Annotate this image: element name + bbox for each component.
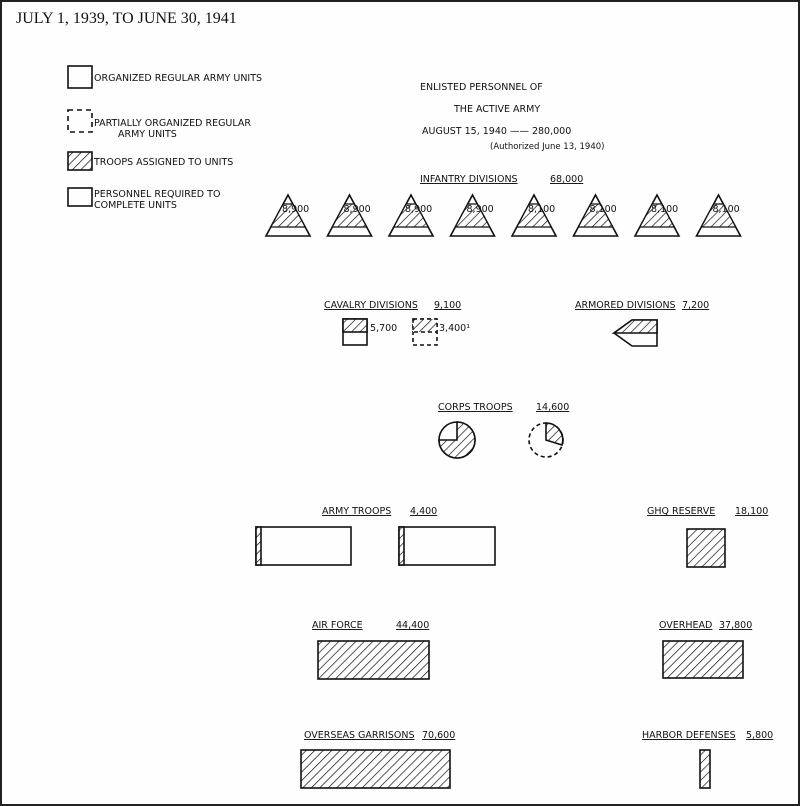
corps-unit-1-fill — [438, 421, 476, 459]
ghq-group: GHQ RESERVE 18,100 — [647, 506, 768, 568]
ghq-unit — [686, 528, 726, 568]
armored-unit-fill — [611, 319, 658, 334]
overseas-unit — [300, 749, 451, 789]
airforce-unit — [317, 640, 430, 680]
cavalry-unit-1-fill — [342, 318, 368, 333]
corps-group: CORPS TROOPS 14,600 — [438, 402, 569, 459]
summary-line-1: ENLISTED PERSONNEL OF — [420, 82, 543, 93]
overhead-group: OVERHEAD 37,800 — [659, 620, 752, 679]
corps-label: CORPS TROOPS — [438, 402, 513, 413]
infantry-total: 68,000 — [550, 174, 583, 185]
page-title: JULY 1, 1939, TO JUNE 30, 1941 — [16, 10, 237, 27]
airforce-total: 44,400 — [396, 620, 429, 631]
cavalry-total: 9,100 — [434, 300, 461, 311]
legend-label-required-2: COMPLETE UNITS — [94, 200, 177, 211]
legend-label-assigned: TROOPS ASSIGNED TO UNITS — [93, 157, 233, 168]
ghq-total: 18,100 — [735, 506, 768, 517]
infantry-unit-value: 8,100 — [528, 204, 555, 215]
airforce-group: AIR FORCE 44,400 — [312, 620, 430, 680]
army-label: ARMY TROOPS — [322, 506, 391, 517]
cavalry-label: CAVALRY DIVISIONS — [324, 300, 418, 311]
summary-line-4: (Authorized June 13, 1940) — [490, 142, 604, 152]
army-unit-2-fill — [398, 526, 405, 566]
infantry-unit-value: 8,100 — [590, 204, 617, 215]
infantry-unit-fill — [700, 203, 737, 228]
legend-swatch-partial — [67, 109, 93, 133]
infantry-unit-fill — [515, 203, 553, 228]
cavalry-unit-1-value: 5,700 — [370, 323, 397, 334]
infantry-unit-value: 8,100 — [713, 204, 740, 215]
infantry-unit-value: 8,900 — [405, 204, 432, 215]
infantry-unit-value: 8,900 — [344, 204, 371, 215]
infantry-unit-value: 8,100 — [651, 204, 678, 215]
overhead-total: 37,800 — [719, 620, 752, 631]
infantry-label: INFANTRY DIVISIONS — [420, 174, 518, 185]
overhead-unit — [662, 640, 744, 679]
legend-label-required-1: PERSONNEL REQUIRED TO — [94, 189, 220, 200]
armored-label: ARMORED DIVISIONS — [575, 300, 676, 311]
infantry-unit-value: 8,900 — [282, 204, 309, 215]
cavalry-group: CAVALRY DIVISIONS 9,100 5,700 3,400¹ — [324, 300, 470, 346]
legend-label-partial-2: ARMY UNITS — [118, 129, 177, 140]
infantry-unit-fill — [638, 203, 676, 228]
infantry-unit-fill — [577, 203, 614, 228]
armored-group: ARMORED DIVISIONS 7,200 — [575, 300, 709, 347]
overseas-label: OVERSEAS GARRISONS — [304, 730, 415, 741]
infantry-unit-fill — [269, 203, 307, 228]
legend-swatch-required — [67, 187, 93, 207]
legend-swatch-assigned — [67, 151, 93, 171]
cavalry-unit-2-value: 3,400¹ — [439, 323, 470, 334]
harbor-label: HARBOR DEFENSES — [642, 730, 736, 741]
summary-line-2: THE ACTIVE ARMY — [453, 104, 540, 115]
harbor-total: 5,800 — [746, 730, 773, 741]
infantry-unit-fill — [392, 203, 430, 228]
legend-swatch-organized — [67, 65, 93, 89]
infantry-triangles: 8,900 8,900 8,900 8,900 8,100 8,100 8,100 8,100 — [264, 193, 742, 237]
army-total: 4,400 — [410, 506, 437, 517]
overseas-total: 70,600 — [422, 730, 455, 741]
corps-unit-2-fill — [545, 422, 564, 447]
legend: ORGANIZED REGULAR ARMY UNITS PARTIALLY O… — [67, 65, 262, 211]
airforce-label: AIR FORCE — [312, 620, 363, 631]
summary-line-3: AUGUST 15, 1940 —— 280,000 — [422, 126, 571, 137]
cavalry-unit-2-fill — [412, 318, 438, 333]
corps-total: 14,600 — [536, 402, 569, 413]
harbor-unit — [699, 749, 711, 789]
infantry-unit-value: 8,900 — [467, 204, 494, 215]
army-group: ARMY TROOPS 4,400 — [255, 506, 496, 566]
army-unit-1-fill — [255, 526, 262, 566]
infantry-unit-fill — [331, 203, 368, 228]
harbor-group: HARBOR DEFENSES 5,800 — [642, 730, 773, 789]
overseas-group: OVERSEAS GARRISONS 70,600 — [300, 730, 455, 789]
ghq-label: GHQ RESERVE — [647, 506, 715, 517]
legend-label-partial-1: PARTIALLY ORGANIZED REGULAR — [94, 118, 251, 129]
legend-label-organized: ORGANIZED REGULAR ARMY UNITS — [94, 73, 262, 84]
infantry-unit-fill — [454, 203, 491, 228]
overhead-label: OVERHEAD — [659, 620, 712, 631]
armored-total: 7,200 — [682, 300, 709, 311]
summary: ENLISTED PERSONNEL OF THE ACTIVE ARMY AU… — [420, 82, 604, 152]
army-unit-1 — [255, 526, 352, 566]
army-unit-2 — [398, 526, 496, 566]
